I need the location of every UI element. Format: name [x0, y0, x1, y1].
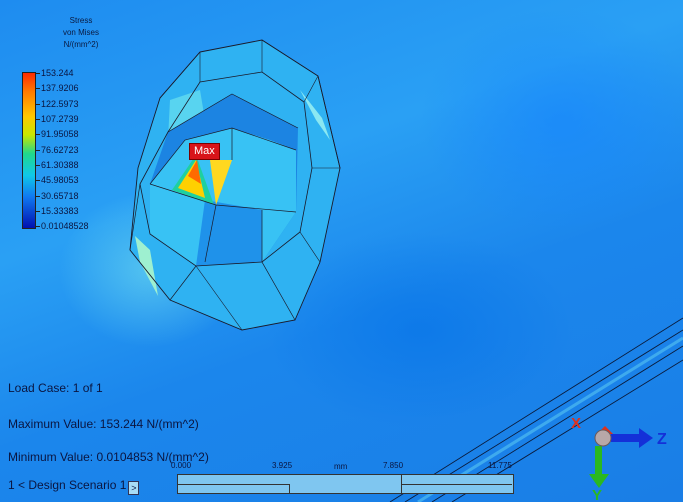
legend-tick: [35, 211, 40, 212]
z-axis-shaft-icon: [611, 434, 641, 442]
legend-value-8: 30.65718: [41, 191, 79, 201]
legend-tick: [35, 73, 40, 74]
legend-tick: [35, 226, 40, 227]
minimum-value-label: Minimum Value: 0.0104853 N/(mm^2): [8, 450, 209, 464]
design-scenario-selector[interactable]: 1 < Design Scenario 1>: [8, 478, 140, 495]
legend-value-7: 45.98053: [41, 175, 79, 185]
legend-title-units: N/(mm^2): [63, 40, 99, 49]
legend-tick: [35, 165, 40, 166]
legend-title-stress: Stress: [69, 16, 93, 25]
legend-tick: [35, 180, 40, 181]
scale-label-1: 3.925: [272, 461, 293, 470]
triad-origin-icon: [594, 429, 612, 447]
legend-tick: [35, 196, 40, 197]
scale-bar: [177, 474, 514, 494]
legend-tick: [35, 150, 40, 151]
legend-tick: [35, 88, 40, 89]
legend-value-2: 122.5973: [41, 99, 79, 109]
legend-value-1: 137.9206: [41, 83, 79, 93]
scale-unit: mm: [334, 462, 348, 471]
legend-value-10: 0.01048528: [41, 221, 89, 231]
maximum-value-label: Maximum Value: 153.244 N/(mm^2): [8, 417, 199, 431]
next-scenario-button[interactable]: >: [128, 481, 140, 495]
legend-tick: [35, 104, 40, 105]
z-axis-label: Z: [657, 431, 667, 448]
orientation-triad[interactable]: X Z Y: [565, 410, 675, 502]
y-axis-shaft-icon: [595, 446, 602, 476]
legend-value-9: 15.33383: [41, 206, 79, 216]
legend-value-0: 153.244: [41, 68, 74, 78]
y-axis-arrow-icon: [589, 474, 609, 488]
legend-value-3: 107.2739: [41, 114, 79, 124]
scale-label-2: 7.850: [383, 461, 404, 470]
legend-title-type: von Mises: [62, 28, 99, 37]
legend-value-6: 61.30388: [41, 160, 79, 170]
scale-label-3: 11.775: [488, 461, 512, 470]
legend-tick: [35, 119, 40, 120]
x-axis-label: X: [571, 415, 581, 432]
z-axis-arrow-icon: [639, 428, 653, 448]
legend-colorbar: [22, 72, 36, 229]
load-case-label: Load Case: 1 of 1: [8, 381, 103, 395]
legend-tick: [35, 134, 40, 135]
legend-value-4: 91.95058: [41, 129, 79, 139]
max-stress-marker[interactable]: Max: [189, 143, 220, 160]
design-scenario-label: 1 < Design Scenario 1: [8, 478, 127, 492]
y-axis-label: Y: [592, 487, 602, 502]
legend-value-5: 76.62723: [41, 145, 79, 155]
scale-label-0: 0.000: [171, 461, 192, 470]
